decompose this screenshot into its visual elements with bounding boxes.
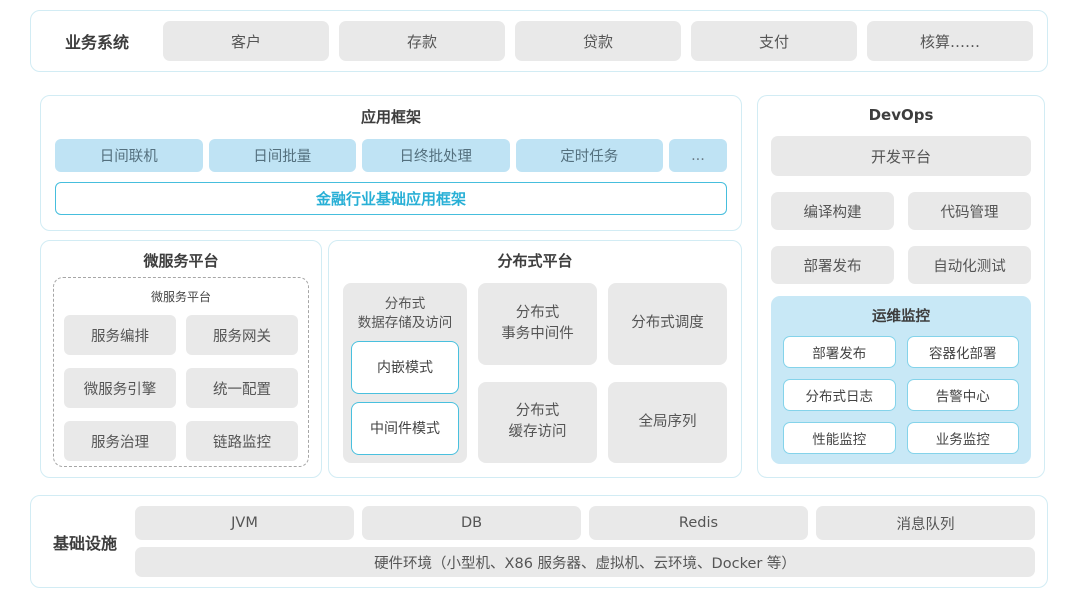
- ops-monitor-title: 运维监控: [872, 309, 930, 325]
- infra-item-db: DB: [362, 506, 581, 540]
- ops-monitor-grid: 部署发布 容器化部署 分布式日志 告警中心 性能监控 业务监控: [783, 336, 1019, 454]
- infra-item-redis: Redis: [589, 506, 808, 540]
- monitor-item-deploy-release: 部署发布: [783, 336, 896, 368]
- infrastructure-content: JVM DB Redis 消息队列 硬件环境（小型机、X86 服务器、虚拟机、云…: [135, 506, 1035, 577]
- distributed-transaction-line1: 分布式: [515, 304, 560, 321]
- monitor-item-container-deploy: 容器化部署: [906, 336, 1019, 368]
- monitor-item-alert-center: 告警中心: [906, 379, 1019, 411]
- monitor-item-business: 业务监控: [906, 422, 1019, 454]
- ms-item-tracing: 链路监控: [186, 421, 298, 461]
- devops-dev-platform: 开发平台: [771, 136, 1031, 176]
- ms-item-engine: 微服务引擎: [64, 368, 176, 408]
- distributed-transaction-line2: 事务中间件: [501, 325, 574, 342]
- business-item-deposit: 存款: [339, 21, 505, 61]
- microservice-inner-group: 微服务平台 服务编排 服务网关 微服务引擎 统一配置 服务治理 链路监控: [53, 277, 309, 467]
- distributed-cache-box: 分布式 缓存访问: [478, 381, 597, 463]
- distributed-col-3: 分布式调度 全局序列: [608, 283, 727, 463]
- storage-mode-embedded: 内嵌模式: [351, 340, 459, 394]
- ms-item-config: 统一配置: [186, 368, 298, 408]
- distributed-storage-line1: 分布式: [384, 296, 426, 312]
- devops-item-deploy: 部署发布: [771, 246, 894, 284]
- ops-monitor-group: 运维监控 部署发布 容器化部署 分布式日志 告警中心 性能监控 业务监控: [771, 296, 1031, 464]
- devops-panel: DevOps 开发平台 编译构建 代码管理 部署发布 自动化测试 运维监控 部署…: [757, 95, 1045, 478]
- ms-item-gateway: 服务网关: [186, 315, 298, 355]
- business-system-panel: 业务系统 客户 存款 贷款 支付 核算……: [30, 10, 1048, 72]
- business-item-accounting: 核算……: [867, 21, 1033, 61]
- distributed-content: 分布式 数据存储及访问 内嵌模式 中间件模式 分布式 事务中间件 分布式 缓存访…: [343, 283, 727, 463]
- app-framework-panel: 应用框架 日间联机 日间批量 日终批处理 定时任务 ... 金融行业基础应用框架: [40, 95, 742, 231]
- app-framework-title: 应用框架: [360, 108, 421, 126]
- ms-item-governance: 服务治理: [64, 421, 176, 461]
- ms-item-orchestration: 服务编排: [64, 315, 176, 355]
- business-item-customer: 客户: [163, 21, 329, 61]
- app-framework-modules: 日间联机 日间批量 日终批处理 定时任务 ...: [55, 139, 727, 172]
- devops-item-auto-test: 自动化测试: [908, 246, 1031, 284]
- distributed-cache-line2: 缓存访问: [508, 424, 567, 441]
- hardware-environment-bar: 硬件环境（小型机、X86 服务器、虚拟机、云环境、Docker 等）: [135, 547, 1035, 577]
- distributed-storage-line2: 数据存储及访问: [357, 314, 453, 331]
- module-daytime-batch: 日间批量: [208, 139, 356, 172]
- module-scheduled-task: 定时任务: [515, 139, 663, 172]
- devops-item-code-mgmt: 代码管理: [908, 192, 1031, 230]
- distributed-storage-label: 分布式 数据存储及访问: [351, 295, 459, 333]
- infrastructure-panel: 基础设施 JVM DB Redis 消息队列 硬件环境（小型机、X86 服务器、…: [30, 495, 1048, 588]
- finance-base-framework-bar: 金融行业基础应用框架: [55, 182, 727, 215]
- infra-item-jvm: JVM: [135, 506, 354, 540]
- distributed-col-2: 分布式 事务中间件 分布式 缓存访问: [478, 283, 597, 463]
- devops-item-build: 编译构建: [771, 192, 894, 230]
- distributed-platform-title: 分布式平台: [497, 252, 573, 270]
- business-item-payment: 支付: [691, 21, 857, 61]
- distributed-cache-line1: 分布式: [515, 403, 560, 420]
- infrastructure-items: JVM DB Redis 消息队列: [135, 506, 1035, 540]
- devops-row-2: 部署发布 自动化测试: [771, 246, 1031, 284]
- business-system-label: 业务系统: [64, 33, 129, 52]
- storage-mode-middleware: 中间件模式: [351, 401, 459, 455]
- global-sequence-box: 全局序列: [608, 381, 727, 463]
- microservice-inner-title: 微服务平台: [150, 290, 211, 304]
- distributed-storage-group: 分布式 数据存储及访问 内嵌模式 中间件模式: [343, 283, 467, 463]
- module-more: ...: [669, 139, 727, 172]
- business-item-loan: 贷款: [515, 21, 681, 61]
- module-eod-batch: 日终批处理: [362, 139, 510, 172]
- devops-title: DevOps: [868, 106, 934, 124]
- microservice-platform-title: 微服务平台: [143, 252, 219, 270]
- business-system-items: 客户 存款 贷款 支付 核算……: [163, 21, 1033, 61]
- module-daytime-online: 日间联机: [55, 139, 203, 172]
- devops-row-1: 编译构建 代码管理: [771, 192, 1031, 230]
- distributed-transaction-box: 分布式 事务中间件: [478, 283, 597, 365]
- distributed-platform-panel: 分布式平台 分布式 数据存储及访问 内嵌模式 中间件模式 分布式 事务中间件 分…: [328, 240, 742, 478]
- infrastructure-label: 基础设施: [52, 533, 117, 553]
- monitor-item-performance: 性能监控: [783, 422, 896, 454]
- microservice-grid: 服务编排 服务网关 微服务引擎 统一配置 服务治理 链路监控: [64, 315, 298, 461]
- infra-item-mq: 消息队列: [816, 506, 1035, 540]
- monitor-item-distributed-log: 分布式日志: [783, 379, 896, 411]
- microservice-platform-panel: 微服务平台 微服务平台 服务编排 服务网关 微服务引擎 统一配置 服务治理 链路…: [40, 240, 322, 478]
- distributed-scheduling-box: 分布式调度: [608, 283, 727, 365]
